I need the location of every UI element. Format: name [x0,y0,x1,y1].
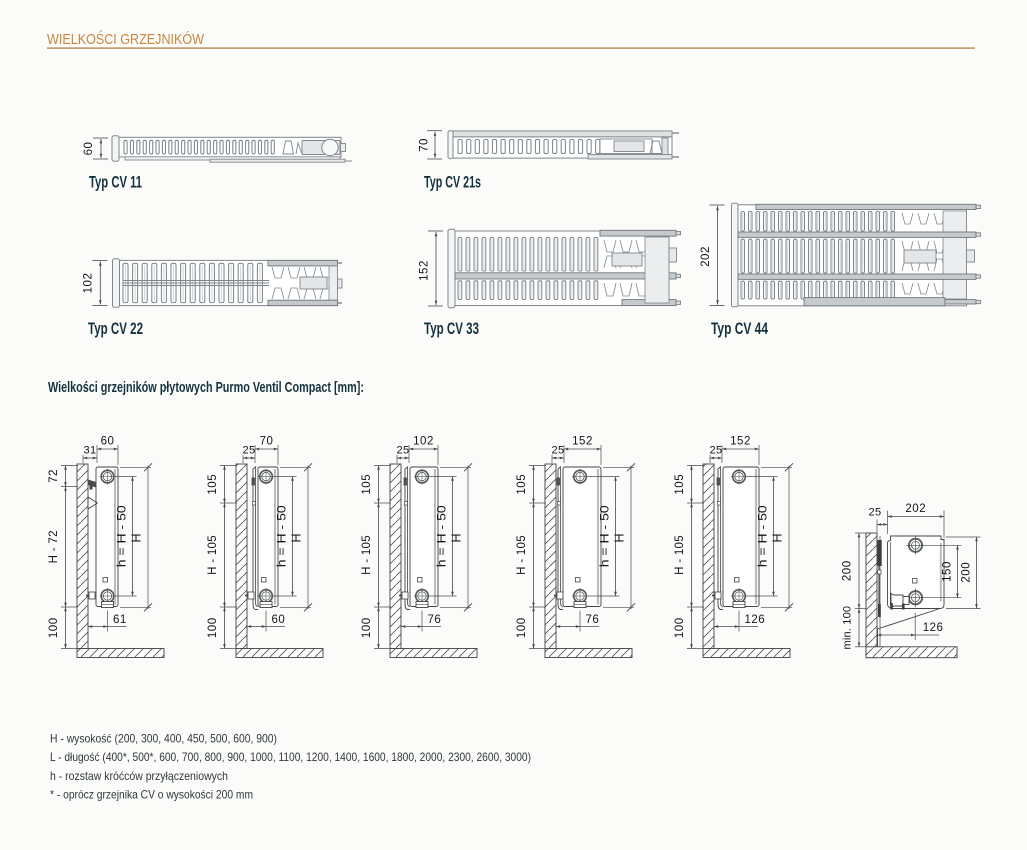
svg-text:H: H [290,533,304,542]
svg-text:31: 31 [83,445,96,457]
svg-text:25: 25 [396,445,409,457]
svg-text:61: 61 [113,614,127,626]
svg-text:70: 70 [419,138,431,152]
svg-text:105: 105 [674,474,686,495]
svg-text:h = H - 50: h = H - 50 [600,505,612,567]
svg-text:H: H [130,533,144,542]
svg-text:105: 105 [207,474,219,495]
svg-text:H - 105: H - 105 [207,535,219,575]
svg-text:h - rozstaw króćców przyłączen: h - rozstaw króćców przyłączeniowych [50,769,228,783]
svg-text:H: H [613,533,627,542]
svg-text:H - 105: H - 105 [674,535,686,575]
svg-text:h = H - 50: h = H - 50 [117,505,129,567]
svg-text:60: 60 [272,614,286,626]
svg-text:100: 100 [516,617,528,638]
svg-text:25: 25 [551,445,564,457]
svg-text:102: 102 [413,436,434,448]
svg-text:Typ CV 22: Typ CV 22 [88,319,143,338]
svg-text:25: 25 [868,507,881,519]
svg-text:150: 150 [942,561,954,582]
svg-text:60: 60 [101,436,115,448]
svg-text:100: 100 [674,617,686,638]
svg-text:h = H - 50: h = H - 50 [277,505,289,567]
svg-text:72: 72 [48,469,60,483]
svg-text:min. 100: min. 100 [842,606,854,650]
svg-text:Typ CV 33: Typ CV 33 [424,319,479,338]
svg-text:152: 152 [572,436,593,448]
svg-text:h = H - 50: h = H - 50 [437,505,449,567]
svg-text:H - 105: H - 105 [361,535,373,575]
svg-text:105: 105 [361,474,373,495]
svg-text:105: 105 [516,474,528,495]
svg-text:25: 25 [709,445,722,457]
svg-text:* - oprócz grzejnika CV o wyso: * - oprócz grzejnika CV o wysokości 200 … [50,788,253,802]
svg-text:126: 126 [923,622,944,634]
svg-text:200: 200 [961,562,973,583]
svg-text:100: 100 [207,617,219,638]
svg-text:Wielkości grzejników płytowych: Wielkości grzejników płytowych Purmo Ven… [48,379,364,396]
svg-text:H - 105: H - 105 [516,535,528,575]
svg-text:152: 152 [419,260,431,281]
svg-text:Typ CV 44: Typ CV 44 [711,319,768,338]
svg-text:200: 200 [842,560,854,581]
svg-text:Typ CV 11: Typ CV 11 [89,173,142,192]
svg-text:100: 100 [361,617,373,638]
svg-text:100: 100 [48,617,60,638]
svg-text:152: 152 [730,436,751,448]
svg-text:h = H - 50: h = H - 50 [758,505,770,567]
svg-text:H: H [450,533,464,542]
svg-text:60: 60 [83,142,95,156]
svg-text:202: 202 [905,503,926,515]
svg-text:Typ CV 21s: Typ CV 21s [424,173,481,192]
svg-text:H: H [771,533,785,542]
svg-text:WIELKOŚCI GRZEJNIKÓW: WIELKOŚCI GRZEJNIKÓW [47,30,204,48]
svg-text:H - 72: H - 72 [48,530,60,563]
svg-text:202: 202 [700,246,712,267]
svg-text:76: 76 [428,614,442,626]
svg-text:126: 126 [745,614,766,626]
svg-text:70: 70 [260,436,274,448]
svg-text:H - wysokość (200, 300, 400, 4: H - wysokość (200, 300, 400, 450, 500, 6… [50,732,277,746]
svg-text:25: 25 [242,445,255,457]
svg-text:L - długość (400*, 500*, 600,: L - długość (400*, 500*, 600, 700, 800, … [50,750,531,764]
svg-text:76: 76 [586,614,600,626]
svg-text:102: 102 [83,273,95,294]
